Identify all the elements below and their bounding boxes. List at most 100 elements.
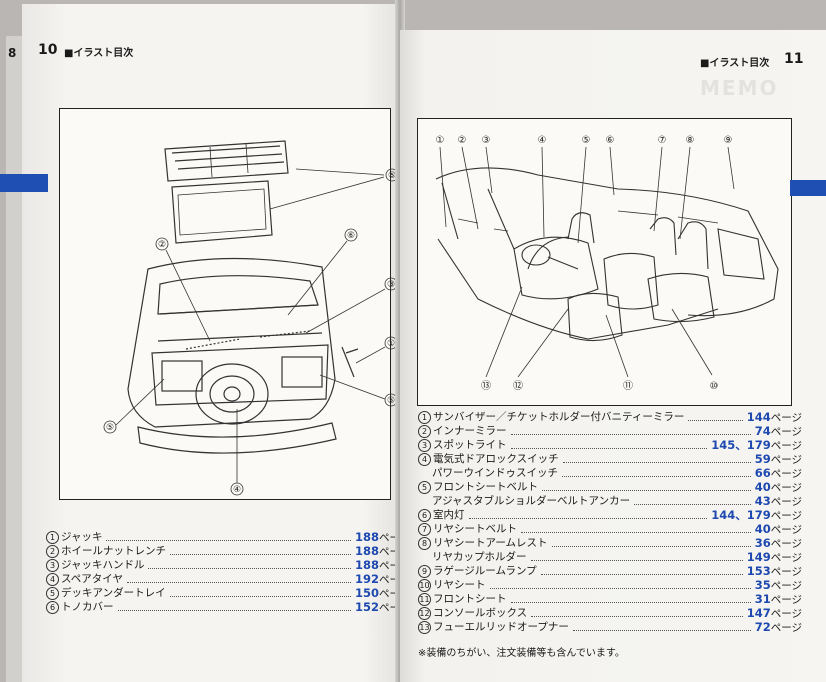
index-number: 8 [418, 536, 431, 550]
index-page-number: 74 [754, 424, 771, 438]
index-label-text: アジャスタブルショルダーベルトアンカー [432, 495, 631, 507]
index-label-text: パワーウインドゥスイッチ [432, 467, 558, 479]
index-leader-dots [469, 508, 707, 519]
index-number: 3 [418, 438, 431, 452]
index-leader-dots [511, 424, 751, 435]
index-page-ref: 188ペー [355, 558, 400, 573]
equipment-note: ※装備のちがい、注文装備等も含んでいます。 [418, 648, 625, 659]
callout-5-top: ⑤ [388, 171, 396, 181]
index-number: 2 [46, 544, 59, 558]
index-page-unit: ページ [770, 608, 802, 620]
callout-1: ① [387, 339, 395, 349]
index-label-text: サンバイザー／チケットホルダー付バニティーミラー [433, 411, 685, 423]
index-page-unit: ページ [770, 580, 802, 592]
index-label-text: スペアタイヤ [61, 573, 123, 585]
index-page-ref: 188ペー [355, 544, 400, 559]
index-page-ref: 145、179ページ [711, 438, 802, 453]
index-label-text: フューエルリッドオープナー [433, 621, 569, 633]
index-number: 3 [46, 558, 59, 572]
callout-5-right: ⑤ [387, 396, 395, 406]
index-page-ref: 59ページ [755, 452, 802, 467]
index-page-unit: ペー [379, 574, 400, 586]
index-label-text: スポットライト [433, 439, 507, 451]
index-leader-dots [552, 536, 751, 547]
index-page-number: 40 [754, 522, 771, 536]
index-label-text: インナーミラー [433, 425, 507, 437]
index-page-unit: ペー [379, 546, 400, 558]
index-page-number: 144、179 [711, 508, 771, 522]
index-leader-dots [511, 592, 751, 603]
index-label-text: 電気式ドアロックスイッチ [433, 453, 559, 465]
index-page-unit: ページ [770, 482, 802, 494]
index-page-ref: 149ページ [747, 550, 802, 565]
index-number: 5 [46, 586, 59, 600]
index-page-unit: ページ [770, 566, 802, 578]
index-page-ref: 66ページ [755, 466, 802, 481]
index-page-unit: ペー [379, 602, 400, 614]
left-page-title: ■イラスト目次 [64, 48, 134, 59]
index-number: 6 [46, 600, 59, 614]
index-page-unit: ページ [770, 440, 802, 452]
index-page-unit: ペー [379, 532, 400, 544]
callout-4: ④ [538, 135, 547, 146]
index-page-unit: ページ [770, 552, 802, 564]
index-page-number: 188 [354, 558, 379, 572]
index-label-text: リヤシート [433, 579, 486, 591]
index-leader-dots [127, 572, 351, 583]
index-page-number: 31 [754, 592, 771, 606]
callout-2: ② [458, 135, 467, 146]
index-label-text: ジャッキハンドル [61, 559, 145, 571]
index-label-text: リヤシートアームレスト [433, 537, 548, 549]
index-page-number: 66 [754, 466, 771, 480]
index-number: 12 [418, 606, 431, 620]
underlying-page-edge [6, 36, 24, 682]
index-page-unit: ページ [770, 594, 802, 606]
index-number: 2 [418, 424, 431, 438]
index-page-number: 150 [354, 586, 379, 600]
index-leader-dots [688, 410, 743, 421]
index-page-ref: 152ペー [355, 600, 400, 615]
callout-10: ⑩ [710, 381, 719, 392]
index-page-number: 59 [754, 452, 771, 466]
callout-13: ⑬ [481, 380, 491, 392]
interior-illustration-box: ① ② ③ ④ ⑤ ⑥ ⑦ ⑧ ⑨ ⑬ ⑫ ⑪ ⑩ [417, 118, 792, 406]
callout-6: ⑥ [606, 135, 615, 146]
index-number: 1 [418, 410, 431, 424]
index-leader-dots [170, 544, 351, 555]
left-page-number: 10 [38, 42, 58, 58]
index-page-number: 40 [754, 480, 771, 494]
index-label-text: コンソールボックス [433, 607, 528, 619]
callout-4: ④ [233, 485, 241, 495]
index-leader-dots [531, 606, 743, 617]
index-page-unit: ページ [770, 538, 802, 550]
memo-watermark: MEMO [700, 76, 779, 100]
callout-11: ⑪ [623, 380, 633, 392]
index-page-unit: ページ [770, 468, 802, 480]
edge-page-number: 8 [8, 46, 17, 60]
callout-2: ② [158, 240, 166, 250]
index-page-ref: 40ページ [755, 522, 802, 537]
index-label: パワーウインドゥスイッチ [432, 466, 558, 480]
index-page-number: 36 [754, 536, 771, 550]
index-number: 5 [418, 480, 431, 494]
